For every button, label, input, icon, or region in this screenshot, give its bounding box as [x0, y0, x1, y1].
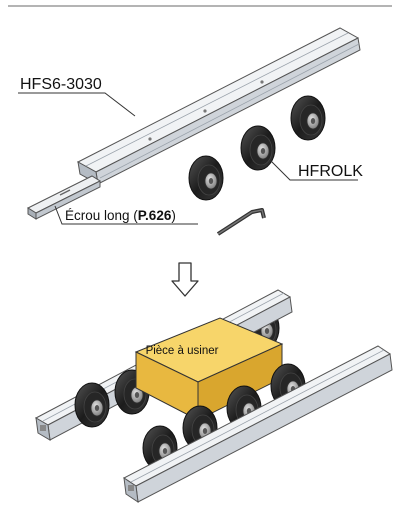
long-nut-text: Écrou long (	[65, 208, 138, 223]
leader-profile	[18, 92, 136, 117]
roller-hfrolk-3	[188, 155, 224, 201]
roller-hfrolk-1	[290, 95, 326, 141]
long-nut-label: Écrou long (P.626)	[65, 208, 176, 223]
down-outline-arrow-icon	[171, 262, 199, 297]
profile-rail-top	[76, 27, 361, 185]
leader-nut	[54, 205, 198, 225]
profile-label: HFS6-3030	[20, 76, 102, 93]
long-nut	[26, 175, 102, 220]
workpiece-label: Pièce à usiner	[146, 345, 219, 357]
page-reference: P.626	[138, 208, 172, 223]
hex-key-icon	[216, 208, 266, 236]
roller-hfrolk-2	[240, 125, 276, 171]
profile-rail-front	[123, 345, 393, 504]
leader-roller	[269, 159, 358, 181]
long-nut-close: )	[171, 208, 176, 223]
roller-back-2	[74, 382, 110, 428]
workpiece-block	[134, 317, 284, 421]
roller-label: HFROLK	[298, 163, 363, 180]
